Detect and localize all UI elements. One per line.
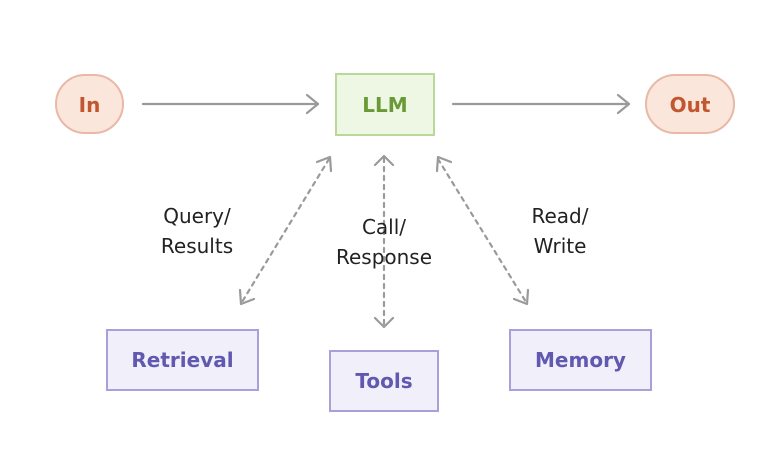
retrieval-edge-label-line-2: Results	[161, 234, 233, 258]
llm-node: LLM	[335, 73, 435, 136]
flow-arrows	[141, 93, 631, 115]
memory-edge-label: Read/ Write	[532, 204, 589, 258]
retrieval-edge-label-line-1: Query/	[163, 204, 231, 228]
memory-node: Memory	[509, 329, 652, 391]
llm-retrieval-arrowhead-top	[315, 155, 333, 173]
tools-edge-label: Call/ Response	[336, 215, 432, 269]
in-to-llm-arrowhead	[305, 93, 320, 115]
llm-memory-arrowhead-top	[435, 155, 453, 173]
tools-node-label: Tools	[355, 369, 412, 393]
output-node: Out	[645, 74, 735, 134]
dashed-arrows	[238, 154, 530, 329]
tools-edge-label-line-2: Response	[336, 245, 432, 269]
input-node-label: In	[79, 93, 101, 117]
retrieval-edge-label: Query/ Results	[161, 204, 233, 258]
llm-memory-arrowhead-bottom	[512, 288, 530, 306]
llm-retrieval-arrowhead-bottom	[238, 288, 256, 306]
memory-node-label: Memory	[535, 348, 626, 372]
llm-node-label: LLM	[362, 93, 407, 117]
retrieval-node-label: Retrieval	[131, 348, 233, 372]
llm-memory-dashed-arrow	[436, 157, 528, 304]
llm-to-out-arrowhead	[616, 93, 631, 115]
memory-edge-label-line-2: Write	[534, 234, 587, 258]
tools-node: Tools	[329, 350, 439, 412]
retrieval-node: Retrieval	[106, 329, 259, 391]
tools-edge-label-line-1: Call/	[362, 215, 406, 239]
memory-edge-label-line-1: Read/	[532, 204, 589, 228]
llm-tools-arrowhead-top	[373, 154, 395, 167]
llm-retrieval-dashed-arrow	[240, 157, 331, 304]
input-node: In	[55, 74, 124, 134]
llm-tools-arrowhead-bottom	[373, 316, 395, 329]
output-node-label: Out	[670, 93, 711, 117]
